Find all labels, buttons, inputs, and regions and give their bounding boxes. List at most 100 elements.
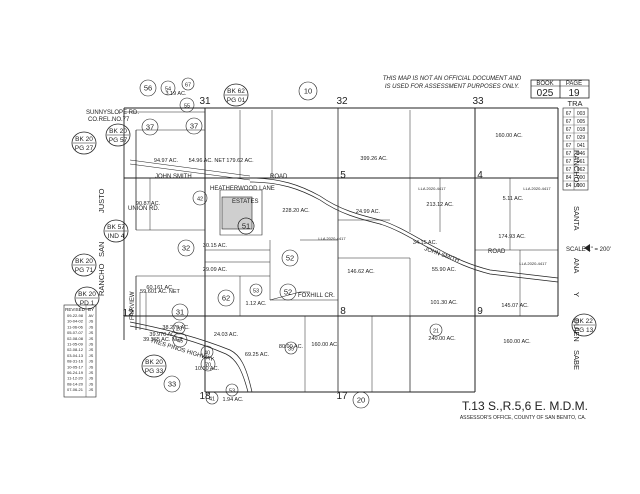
book-page-box: BOOK PAGE 025 19 bbox=[530, 79, 590, 99]
circle-marker bbox=[141, 118, 159, 136]
road-santa: SANTA bbox=[572, 206, 581, 230]
acreage-label: 38.279 AC. bbox=[162, 325, 190, 331]
revised-date: 02-08-08 bbox=[67, 336, 84, 341]
book-ref-bk: BK 62 bbox=[227, 88, 245, 95]
circled-number: 21 bbox=[433, 329, 439, 335]
section-lines bbox=[123, 107, 559, 393]
revised-date: 03-04-13 bbox=[67, 353, 84, 358]
road-foxhill: FOXHILL CR. bbox=[298, 293, 335, 299]
book-ref-pg: IND 4 bbox=[108, 233, 125, 240]
revised-by: JS bbox=[89, 330, 94, 335]
revised-date: 11-05-09 bbox=[67, 342, 83, 347]
section-4: 4 bbox=[477, 170, 483, 181]
circle-marker bbox=[352, 391, 370, 409]
acreage-label: 55.90 AC. bbox=[432, 267, 457, 273]
lla-label: LLA 2020-4417 bbox=[318, 236, 346, 241]
scale-indicator: SCALE 1" = 200' bbox=[566, 244, 611, 253]
circle-marker bbox=[429, 323, 443, 337]
book-ref-oval bbox=[103, 219, 129, 243]
map-subtitle: ASSESSOR'S OFFICE, COUNTY OF SAN BENITO,… bbox=[460, 415, 586, 421]
circle-marker bbox=[298, 81, 318, 101]
page-number: 19 bbox=[568, 88, 580, 99]
acreage-label: 94.97 AC. bbox=[154, 158, 179, 164]
circle-marker bbox=[177, 239, 195, 257]
book-ref-bk: BK 20 bbox=[109, 128, 127, 135]
circle-marker bbox=[172, 321, 186, 335]
revised-by: JS bbox=[89, 364, 94, 369]
tra-code: 67 bbox=[566, 111, 572, 117]
roads bbox=[124, 111, 559, 393]
revised-by: AV bbox=[88, 313, 93, 318]
circled-number: 42 bbox=[197, 197, 203, 203]
acreage-label: 24.99 AC. bbox=[356, 209, 381, 215]
acreage-label: 80.00 AC. bbox=[279, 344, 304, 350]
revised-date: 06-24-19 bbox=[67, 370, 84, 375]
circled-number: 33 bbox=[168, 380, 176, 389]
acreage-label: 240.00 AC. bbox=[428, 336, 456, 342]
acreage-label: 39.365 AC. NET bbox=[143, 337, 183, 343]
book-ref-bk: BK 57 bbox=[107, 224, 125, 231]
lla-label: LLA 2020-4417 bbox=[523, 186, 551, 191]
revised-by: JS bbox=[89, 324, 94, 329]
circle-marker bbox=[205, 391, 219, 405]
section-33: 33 bbox=[472, 96, 484, 107]
circled-number: 41 bbox=[209, 397, 215, 403]
revised-by: JS bbox=[89, 347, 94, 352]
circled-number: 52 bbox=[286, 254, 294, 263]
book-ref-pg: PG 13 bbox=[575, 327, 594, 334]
acreage-label: 146.62 AC. bbox=[347, 269, 375, 275]
circled-number: 31 bbox=[176, 308, 184, 317]
circled-number: 45 bbox=[177, 339, 183, 345]
road-rancho: RANCHO bbox=[97, 263, 106, 296]
circle-marker bbox=[181, 77, 195, 91]
revised-date: 08-31-16 bbox=[67, 359, 84, 364]
circle-marker bbox=[179, 97, 195, 113]
road-heatherwood: HEATHERWOOD LANE bbox=[210, 186, 275, 192]
acreage-label: 174.93 AC. bbox=[498, 234, 526, 240]
circled-number: 32 bbox=[182, 244, 190, 253]
circle-marker bbox=[284, 341, 298, 355]
road-quien: QUIEN bbox=[572, 318, 581, 342]
road-co-rel: CO.REL.NO.77 bbox=[88, 117, 130, 123]
book-ref-oval bbox=[571, 313, 597, 337]
revised-date: 07-06-21 bbox=[67, 387, 84, 392]
revised-by: JS bbox=[89, 387, 94, 392]
book-ref-oval bbox=[141, 354, 167, 378]
revised-date: 11-12-20 bbox=[67, 376, 83, 381]
book-ref-oval bbox=[71, 253, 97, 277]
acreage-label: 59.601 AC. NET bbox=[140, 289, 180, 295]
map-title: T.13 S.,R.5,6 E. M.D.M. bbox=[462, 399, 588, 413]
acreage-label: 160.00 AC. bbox=[311, 342, 339, 348]
circled-number: 40 bbox=[204, 351, 210, 357]
circle-marker bbox=[160, 80, 176, 96]
section-18: 18 bbox=[199, 391, 211, 402]
road-y: Y bbox=[572, 292, 581, 297]
section-8: 8 bbox=[340, 306, 346, 317]
acreage-label: 160.00 AC. bbox=[495, 133, 523, 139]
revised-date: 10-04-02 bbox=[67, 319, 84, 324]
circled-number: 53 bbox=[229, 389, 235, 395]
tra-number: 061 bbox=[577, 159, 586, 165]
tra-number: 046 bbox=[577, 151, 586, 157]
tra-code: 84 bbox=[566, 183, 572, 189]
acreage-label: 30.15 AC. bbox=[203, 243, 228, 249]
tra-number: 003 bbox=[577, 111, 586, 117]
circle-marker bbox=[249, 283, 263, 297]
circle-marker bbox=[171, 303, 189, 321]
book-ref-pg: PG 33 bbox=[145, 368, 164, 375]
circled-number: 56 bbox=[144, 84, 152, 93]
acreage-label: 160.00 AC. bbox=[503, 339, 531, 345]
road-estates: ESTATES bbox=[232, 199, 258, 205]
acreage-label: 399.26 AC. bbox=[360, 156, 388, 162]
road-label-2: ROAD bbox=[488, 249, 506, 255]
acreage-label: 54.96 AC. NET bbox=[189, 158, 226, 164]
book-ref-oval bbox=[223, 83, 249, 107]
lla-label: LLA 2020-4417 bbox=[418, 186, 446, 191]
circled-number: 53 bbox=[253, 289, 259, 295]
notice-line2: IS USED FOR ASSESSMENT PURPOSES ONLY. bbox=[385, 84, 519, 90]
revised-date: 10-05-17 bbox=[67, 364, 84, 369]
